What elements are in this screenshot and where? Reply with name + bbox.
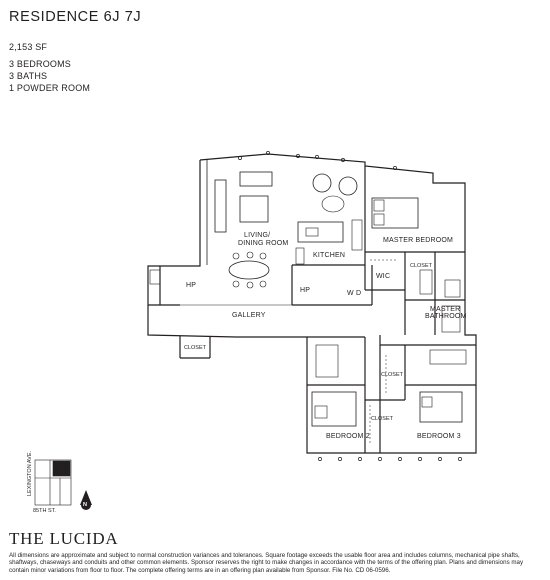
label-gallery: GALLERY — [232, 312, 266, 319]
residence-title: RESIDENCE 6J 7J — [9, 9, 142, 25]
label-hp-kitchen: HP — [300, 287, 311, 294]
label-washer-dryer: W D — [347, 290, 362, 297]
north-label: N — [83, 502, 87, 508]
bedroom-count: 3 BEDROOMS — [9, 59, 72, 69]
label-closet-master: CLOSET — [410, 263, 433, 269]
label-hp-left: HP — [186, 282, 197, 289]
square-footage: 2,153 SF — [9, 42, 48, 52]
key-plan — [34, 459, 72, 506]
powder-room-count: 1 POWDER ROOM — [9, 83, 91, 93]
label-master-bedroom: MASTER BEDROOM — [383, 237, 454, 244]
label-wic: WIC — [376, 273, 391, 280]
north-arrow-icon — [80, 490, 92, 510]
label-dining: DINING ROOM — [238, 240, 289, 247]
label-85th-st: 85TH ST. — [33, 508, 56, 514]
label-kitchen: KITCHEN — [313, 252, 346, 259]
label-lexington-ave: LEXINGTON AVE. — [27, 450, 33, 496]
label-master-bath-1: MASTER — [430, 306, 461, 313]
label-closet-hall: CLOSET — [381, 372, 404, 378]
label-closet-gallery: CLOSET — [184, 345, 207, 351]
exterior-wall — [147, 153, 477, 454]
room-counts: 3 BEDROOMS 3 BATHS 1 POWDER ROOM — [9, 58, 90, 94]
label-living: LIVING/ — [244, 232, 271, 239]
brand-name: THE LUCIDA — [9, 529, 119, 548]
label-closet-bed2: CLOSET — [371, 416, 394, 422]
bath-count: 3 BATHS — [9, 71, 48, 81]
label-master-bath-2: BATHROOM — [425, 313, 467, 320]
label-bedroom-2: BEDROOM 2 — [326, 433, 370, 440]
legal-disclaimer: All dimensions are approximate and subje… — [9, 552, 524, 574]
label-bedroom-3: BEDROOM 3 — [417, 433, 461, 440]
